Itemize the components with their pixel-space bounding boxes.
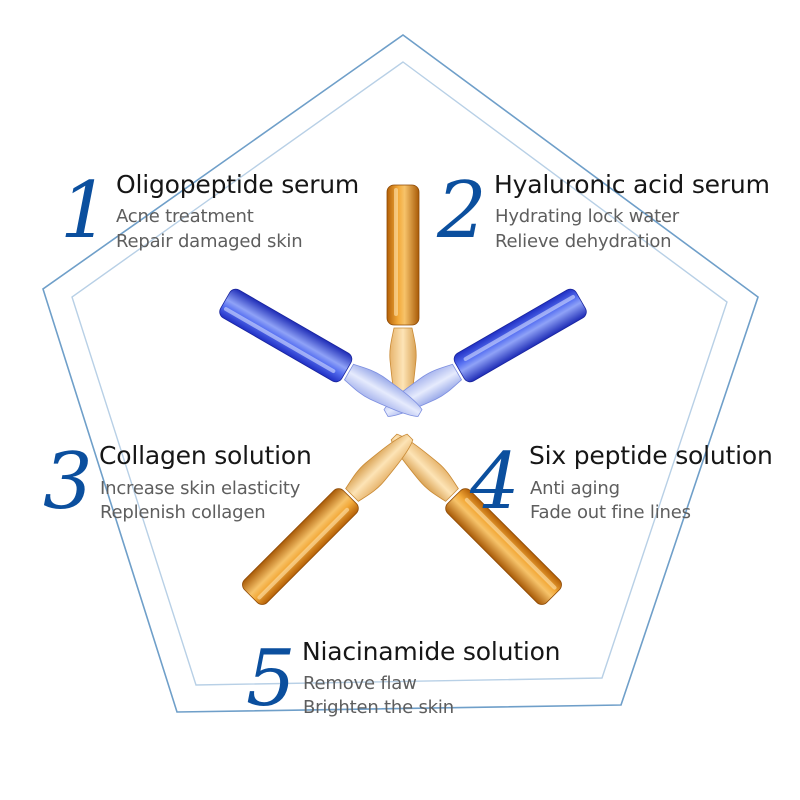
item-description-line-2: Relieve dehydration	[495, 231, 672, 252]
item-title: Oligopeptide serum	[116, 170, 360, 199]
item-description-line-2: Fade out fine lines	[530, 502, 691, 523]
item-number: 1	[60, 166, 110, 256]
item-description-line-1: Anti aging	[530, 478, 620, 499]
vial-top-amber	[386, 184, 420, 411]
item-number: 5	[246, 634, 296, 724]
item-description-line-1: Increase skin elasticity	[100, 478, 301, 499]
item-number: 2	[437, 166, 487, 256]
vial-upper-right-blue	[219, 288, 423, 417]
item-description-line-1: Acne treatment	[116, 206, 254, 227]
item-description-line-2: Brighten the skin	[303, 697, 454, 718]
item-description-line-1: Remove flaw	[303, 673, 417, 694]
vial-lower-right-amber	[242, 433, 414, 605]
item-description-line-2: Replenish collagen	[100, 502, 266, 523]
vial-lower-left-amber	[390, 433, 562, 605]
item-title: Six peptide solution	[529, 441, 773, 470]
pentagon-inner-frame	[71, 61, 728, 686]
item-title: Niacinamide solution	[302, 637, 561, 666]
item-title: Hyaluronic acid serum	[494, 170, 770, 199]
item-description-line-2: Repair damaged skin	[116, 231, 303, 252]
item-number: 3	[43, 437, 93, 527]
pentagon-outer-frame	[42, 34, 759, 713]
item-description-line-1: Hydrating lock water	[495, 206, 679, 227]
item-title: Collagen solution	[99, 441, 312, 470]
item-number: 4	[470, 437, 520, 527]
